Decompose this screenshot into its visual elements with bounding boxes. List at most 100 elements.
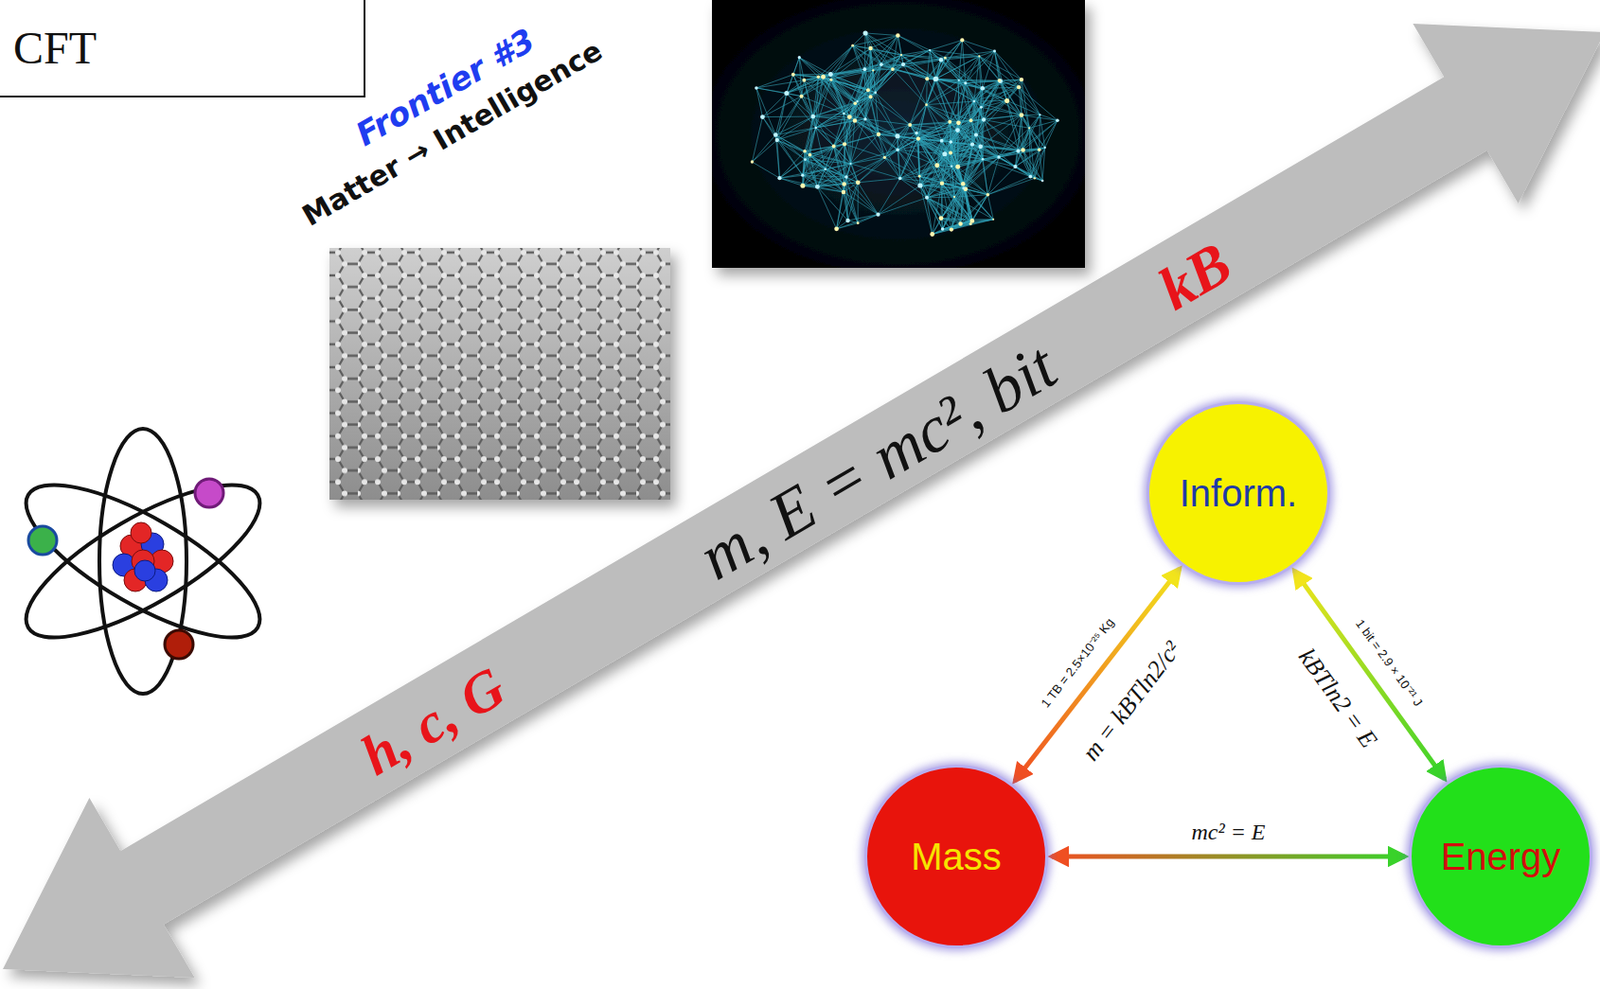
network-link bbox=[878, 134, 919, 140]
network-link bbox=[1042, 147, 1046, 181]
network-link bbox=[998, 80, 1022, 116]
network-dot bbox=[928, 49, 931, 52]
network-link bbox=[949, 106, 981, 122]
network-link bbox=[901, 54, 927, 79]
network-dot bbox=[960, 181, 966, 187]
network-link bbox=[987, 177, 1035, 195]
network-dot bbox=[842, 142, 847, 146]
network-link bbox=[853, 33, 866, 46]
network-link bbox=[793, 74, 814, 117]
network-link bbox=[944, 55, 979, 58]
network-link bbox=[756, 88, 763, 118]
network-link bbox=[982, 87, 1019, 89]
network-dot bbox=[963, 81, 967, 85]
network-link bbox=[775, 116, 814, 135]
network-link bbox=[980, 80, 999, 107]
network-dot bbox=[841, 181, 847, 187]
network-link bbox=[926, 78, 959, 81]
network-dot bbox=[820, 74, 826, 80]
network-dot bbox=[977, 144, 983, 150]
network-dot bbox=[961, 186, 965, 190]
network-link bbox=[950, 153, 999, 158]
node-text: Inform. bbox=[1179, 472, 1298, 516]
network-link bbox=[802, 160, 806, 177]
network-link bbox=[875, 92, 911, 125]
network-link bbox=[864, 54, 902, 70]
network-link bbox=[857, 182, 859, 224]
network-link bbox=[954, 196, 994, 220]
network-dot bbox=[981, 158, 985, 161]
network-dot bbox=[811, 114, 817, 120]
network-link bbox=[978, 55, 999, 81]
network-dot bbox=[1037, 147, 1042, 152]
network-link bbox=[937, 123, 960, 166]
network-link bbox=[892, 69, 927, 106]
network-link bbox=[959, 79, 1000, 81]
mass-circle: Mass bbox=[864, 764, 1049, 949]
network-dot bbox=[841, 190, 847, 196]
network-link bbox=[817, 69, 865, 77]
network-dot bbox=[993, 49, 996, 53]
network-link bbox=[849, 117, 898, 137]
network-link bbox=[864, 69, 893, 71]
network-link bbox=[916, 133, 951, 154]
network-link bbox=[816, 127, 826, 170]
network-link bbox=[949, 122, 952, 167]
equation-label: m, E = mc², bit bbox=[686, 328, 1070, 596]
network-link bbox=[1017, 151, 1043, 181]
network-link bbox=[823, 76, 851, 117]
network-link bbox=[816, 76, 819, 128]
network-dot bbox=[974, 133, 978, 138]
network-link bbox=[909, 105, 926, 125]
network-link bbox=[775, 135, 810, 156]
network-link bbox=[958, 80, 960, 124]
network-dot bbox=[855, 179, 861, 185]
network-link bbox=[799, 57, 831, 75]
network-link bbox=[775, 92, 787, 135]
network-dot bbox=[955, 127, 960, 133]
network-link bbox=[987, 195, 994, 220]
network-link bbox=[844, 183, 849, 221]
network-link bbox=[954, 195, 988, 197]
network-link bbox=[878, 177, 901, 214]
network-link bbox=[980, 106, 983, 160]
brain-network-picture bbox=[711, 0, 1085, 268]
network-link bbox=[804, 127, 816, 160]
network-link bbox=[878, 134, 898, 137]
graphene-picture bbox=[329, 248, 671, 500]
network-dot bbox=[829, 78, 833, 82]
network-dot bbox=[863, 30, 869, 36]
network-dot bbox=[969, 118, 974, 123]
network-link bbox=[897, 136, 920, 177]
network-dot bbox=[894, 133, 900, 139]
network-dot bbox=[900, 53, 903, 56]
network-dot bbox=[1028, 175, 1032, 179]
network-link bbox=[843, 89, 869, 114]
atom-picture bbox=[6, 428, 280, 694]
network-dot bbox=[955, 164, 960, 170]
network-link bbox=[777, 140, 811, 156]
network-dot bbox=[979, 106, 983, 109]
network-link bbox=[775, 135, 780, 179]
network-link bbox=[803, 76, 818, 80]
network-link bbox=[865, 33, 898, 36]
network-link bbox=[846, 177, 879, 215]
network-link bbox=[901, 50, 930, 55]
network-link bbox=[936, 57, 946, 79]
network-dot bbox=[842, 112, 845, 115]
network-link bbox=[950, 153, 983, 160]
network-link bbox=[937, 165, 943, 184]
network-link bbox=[1023, 150, 1044, 181]
network-link bbox=[926, 165, 938, 198]
network-link bbox=[983, 120, 999, 159]
network-dot bbox=[760, 114, 765, 120]
network-link bbox=[779, 169, 825, 179]
network-dot bbox=[924, 195, 929, 200]
node-text: Mass bbox=[910, 835, 1002, 879]
network-dot bbox=[1041, 179, 1045, 183]
network-dot bbox=[876, 132, 881, 137]
network-link bbox=[853, 45, 872, 49]
network-dot bbox=[750, 160, 754, 163]
network-dot bbox=[1013, 164, 1017, 169]
network-dot bbox=[898, 177, 903, 181]
